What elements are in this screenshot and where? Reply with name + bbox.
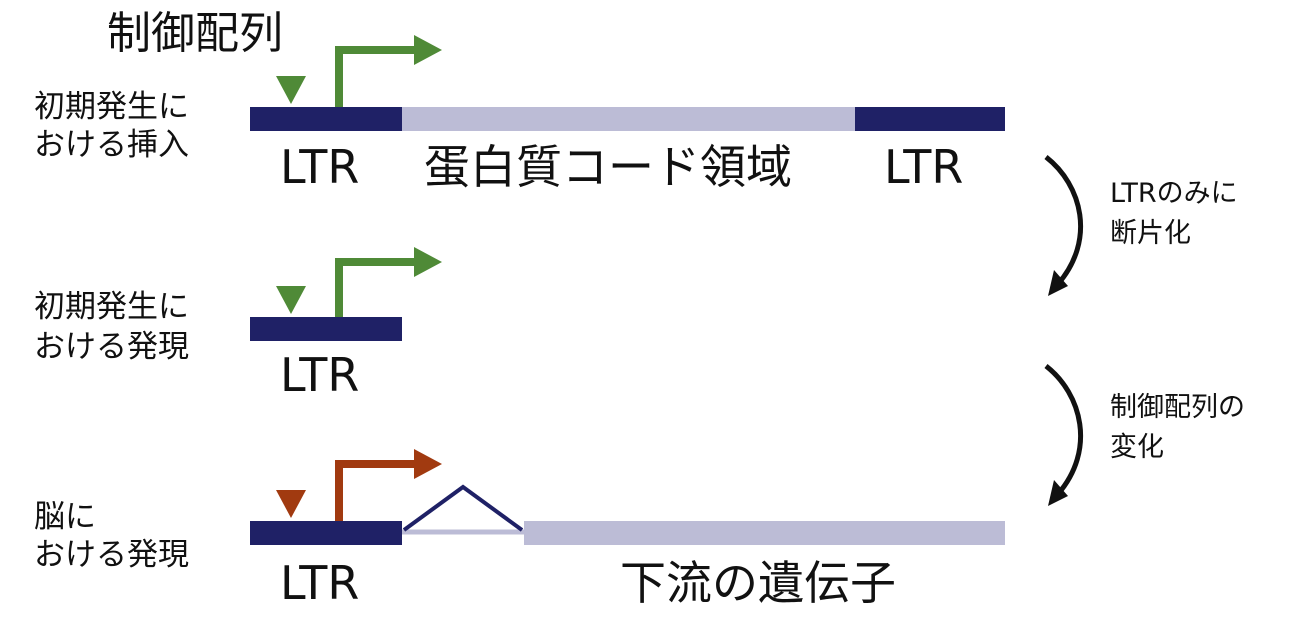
row3-side-label-line1: 脳に [34, 499, 96, 535]
row3-side-label-line2: おける発現 [34, 537, 189, 573]
row3-ltr-label: LTR [280, 556, 360, 610]
row1-ltr-left-label: LTR [280, 140, 360, 194]
row1-side-label-line2: おける挿入 [34, 127, 189, 163]
row2-side-label-line1: 初期発生に [34, 289, 189, 325]
row3-downstream-gene-bar [524, 521, 1005, 545]
row3-splice-junction [402, 484, 524, 532]
row1-insertion-marker [276, 76, 306, 104]
row1-ltr-left-block [250, 107, 402, 131]
row1-coding-region-bar [402, 107, 855, 131]
row2-ltr-label: LTR [280, 348, 360, 402]
transition2-label-line1: 制御配列の [1110, 392, 1245, 423]
row2-ltr-block [250, 317, 402, 341]
transition2-label-line2: 変化 [1110, 432, 1164, 463]
row3-insertion-marker [276, 490, 306, 518]
row1-ltr-right-label: LTR [884, 140, 964, 194]
transition-arrow-1-head [1048, 270, 1068, 296]
row3-promoter-arrow [335, 460, 418, 521]
transition-arrow-2-head [1048, 480, 1068, 506]
row1-promoter-arrow [335, 46, 418, 107]
row1-side-label-line1: 初期発生に [34, 89, 189, 125]
transition1-label-line2: 断片化 [1110, 218, 1191, 249]
transition-arrow-1 [1044, 155, 1083, 286]
row3-ltr-block [250, 521, 402, 545]
row2-side-label-line2: おける発現 [34, 329, 189, 365]
row2-promoter-arrowhead [414, 247, 442, 277]
row3-downstream-gene-label: 下流の遺伝子 [620, 556, 896, 610]
transition1-label-line1: LTRのみに [1110, 178, 1238, 209]
transition-arrow-2 [1044, 364, 1083, 496]
row1-promoter-arrowhead [414, 35, 442, 65]
row3-promoter-arrowhead [414, 449, 442, 479]
row1-ltr-right-block [855, 107, 1005, 131]
row1-coding-region-label: 蛋白質コード領域 [424, 140, 792, 194]
regulatory-sequence-label: 制御配列 [107, 8, 283, 59]
row2-insertion-marker [276, 286, 306, 314]
row2-promoter-arrow [335, 258, 418, 317]
